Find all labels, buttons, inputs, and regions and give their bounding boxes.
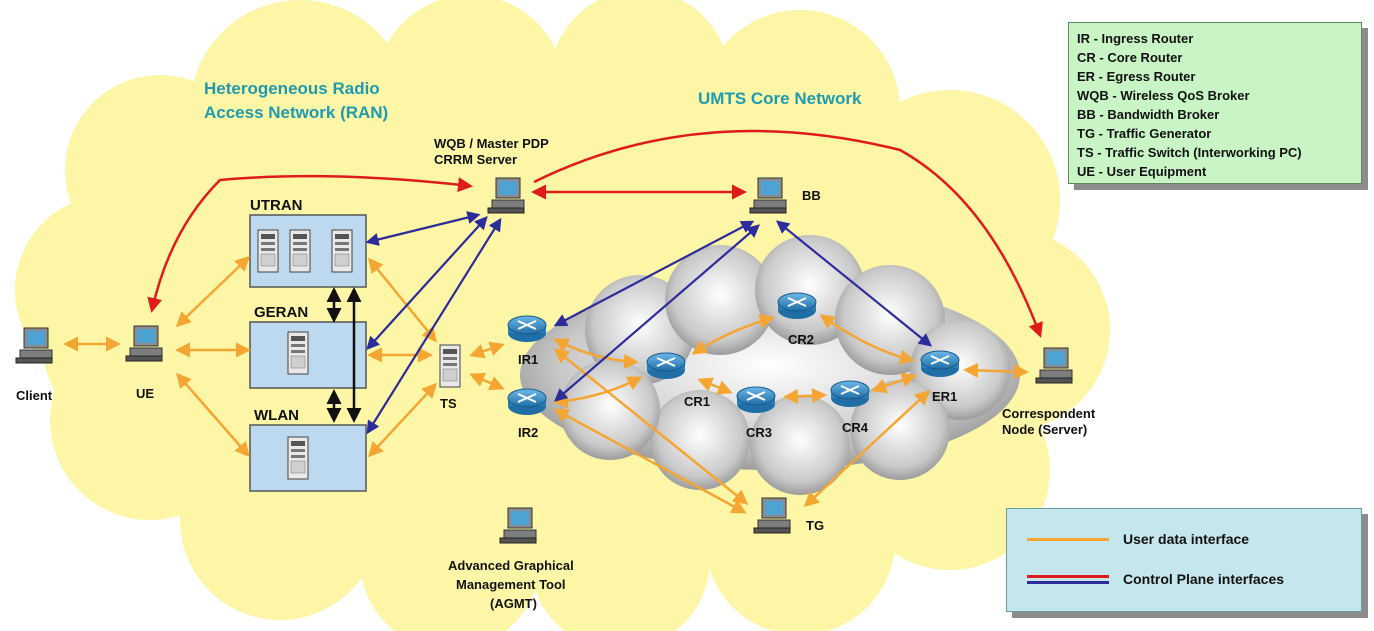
ir1-router-icon <box>507 315 547 343</box>
ir2-router-icon <box>507 388 547 416</box>
utran-server-3-icon <box>331 229 353 273</box>
ran-title-line2: Access Network (RAN) <box>204 103 388 122</box>
ir1-label: IR1 <box>518 352 538 367</box>
user-data-swatch <box>1027 535 1109 543</box>
wqb-label-line2: CRRM Server <box>434 152 517 167</box>
bb-label: BB <box>802 188 821 203</box>
ran-interlinks <box>326 287 362 423</box>
cr4-label: CR4 <box>842 420 869 435</box>
control-plane-legend-label: Control Plane interfaces <box>1123 571 1285 587</box>
cr3-router-icon <box>736 386 776 414</box>
legend-entry: CR - Core Router <box>1077 50 1183 65</box>
control-blue-links <box>365 211 933 435</box>
cr1-label: CR1 <box>684 394 710 409</box>
cr1-router-icon <box>646 352 686 380</box>
er1-label: ER1 <box>932 389 957 404</box>
cr2-router-icon <box>777 292 817 320</box>
cr3-label: CR3 <box>746 425 772 440</box>
cr4-router-icon <box>830 380 870 408</box>
geran-label: GERAN <box>254 304 308 321</box>
utran-server-2-icon <box>289 229 311 273</box>
abbreviations-legend: IR - Ingress Router CR - Core Router ER … <box>1068 22 1362 184</box>
correspondent-node-label-line2: Node (Server) <box>1002 422 1087 437</box>
control-plane-legend-row: Control Plane interfaces <box>1027 571 1284 587</box>
ue-label: UE <box>136 386 154 401</box>
utran-server-1-icon <box>257 229 279 273</box>
wqb-label-line1: WQB / Master PDP <box>434 136 549 151</box>
er1-router-icon <box>920 350 960 378</box>
correspondent-node-label-line1: Correspondent <box>1002 406 1096 421</box>
core-title: UMTS Core Network <box>698 89 862 108</box>
agmt-label-line1: Advanced Graphical <box>448 558 574 573</box>
client-label: Client <box>16 388 53 403</box>
ts-server-icon <box>439 344 461 388</box>
legend-entry: WQB - Wireless QoS Broker <box>1077 88 1250 103</box>
legend-entry: IR - Ingress Router <box>1077 31 1194 46</box>
legend-entry: BB - Bandwidth Broker <box>1077 107 1220 122</box>
tg-label: TG <box>806 518 824 533</box>
control-red-links <box>147 129 1043 338</box>
interface-legend: User data interface Control Plane interf… <box>1006 508 1362 612</box>
ts-label: TS <box>440 396 457 411</box>
legend-entry: UE - User Equipment <box>1077 164 1207 179</box>
legend-entry: ER - Egress Router <box>1077 69 1196 84</box>
legend-entry: TS - Traffic Switch (Interworking PC) <box>1077 145 1302 160</box>
geran-server-icon <box>287 331 309 375</box>
user-data-legend-row: User data interface <box>1027 531 1249 547</box>
agmt-label-line2: Management Tool <box>456 577 566 592</box>
ran-title-line1: Heterogeneous Radio <box>204 79 380 98</box>
wlan-label: WLAN <box>254 407 299 424</box>
user-data-legend-label: User data interface <box>1123 531 1250 547</box>
client-pc-icon <box>15 327 53 364</box>
agmt-label-line3: (AGMT) <box>490 596 537 611</box>
control-plane-swatch <box>1027 575 1109 584</box>
ir2-label: IR2 <box>518 425 538 440</box>
wlan-server-icon <box>287 436 309 480</box>
cr2-label: CR2 <box>788 332 814 347</box>
legend-entry: TG - Traffic Generator <box>1077 126 1212 141</box>
utran-label: UTRAN <box>250 197 303 214</box>
